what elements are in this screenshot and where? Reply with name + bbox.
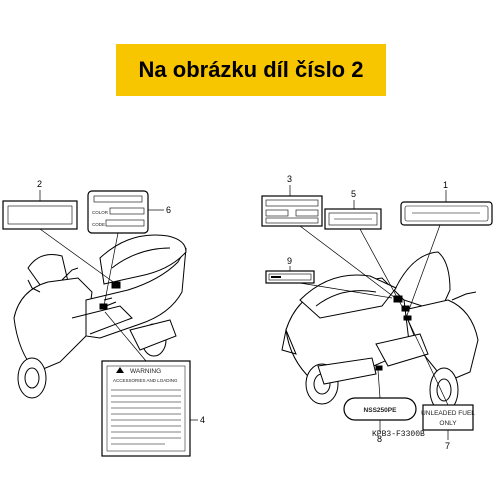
callout-1: 1 bbox=[443, 180, 448, 190]
label-3 bbox=[261, 195, 323, 227]
label-7: UNLEADED FUEL ONLY bbox=[421, 404, 475, 431]
right-leader-lines bbox=[289, 185, 449, 440]
right-scooter-drawing bbox=[281, 251, 479, 413]
label-1 bbox=[400, 201, 493, 226]
label-2 bbox=[2, 200, 78, 230]
label-8: NSS250PE bbox=[343, 397, 417, 421]
callout-4: 4 bbox=[200, 415, 205, 425]
callout-5: 5 bbox=[351, 189, 356, 199]
label-4-warning-text: WARNING bbox=[130, 368, 161, 375]
callout-9: 9 bbox=[287, 256, 292, 266]
left-leader-lines bbox=[39, 190, 198, 421]
label-4: WARNING ACCESSORIES AND LOADING bbox=[101, 360, 191, 457]
label-7-line1-text: UNLEADED FUEL bbox=[421, 410, 475, 417]
label-6-color-text: COLOR bbox=[92, 210, 109, 215]
label-4-subtitle-text: ACCESSORIES AND LOADING bbox=[113, 378, 178, 383]
callout-7: 7 bbox=[445, 441, 450, 451]
label-9 bbox=[265, 270, 315, 284]
label-5 bbox=[324, 208, 382, 230]
label-8-text: NSS250PE bbox=[364, 407, 398, 414]
callout-2: 2 bbox=[37, 179, 42, 189]
callout-8: 8 bbox=[377, 434, 382, 444]
callout-6: 6 bbox=[166, 205, 171, 215]
label-7-line2-text: ONLY bbox=[439, 420, 457, 427]
part-number-banner: Na obrázku díl číslo 2 bbox=[116, 44, 386, 96]
label-6: COLOR CODE bbox=[87, 190, 149, 234]
label-6-code-text: CODE bbox=[92, 222, 105, 227]
left-scooter-drawing bbox=[13, 234, 187, 399]
diagram-code: KPB3-F3300B bbox=[372, 430, 425, 439]
callout-3: 3 bbox=[287, 174, 292, 184]
